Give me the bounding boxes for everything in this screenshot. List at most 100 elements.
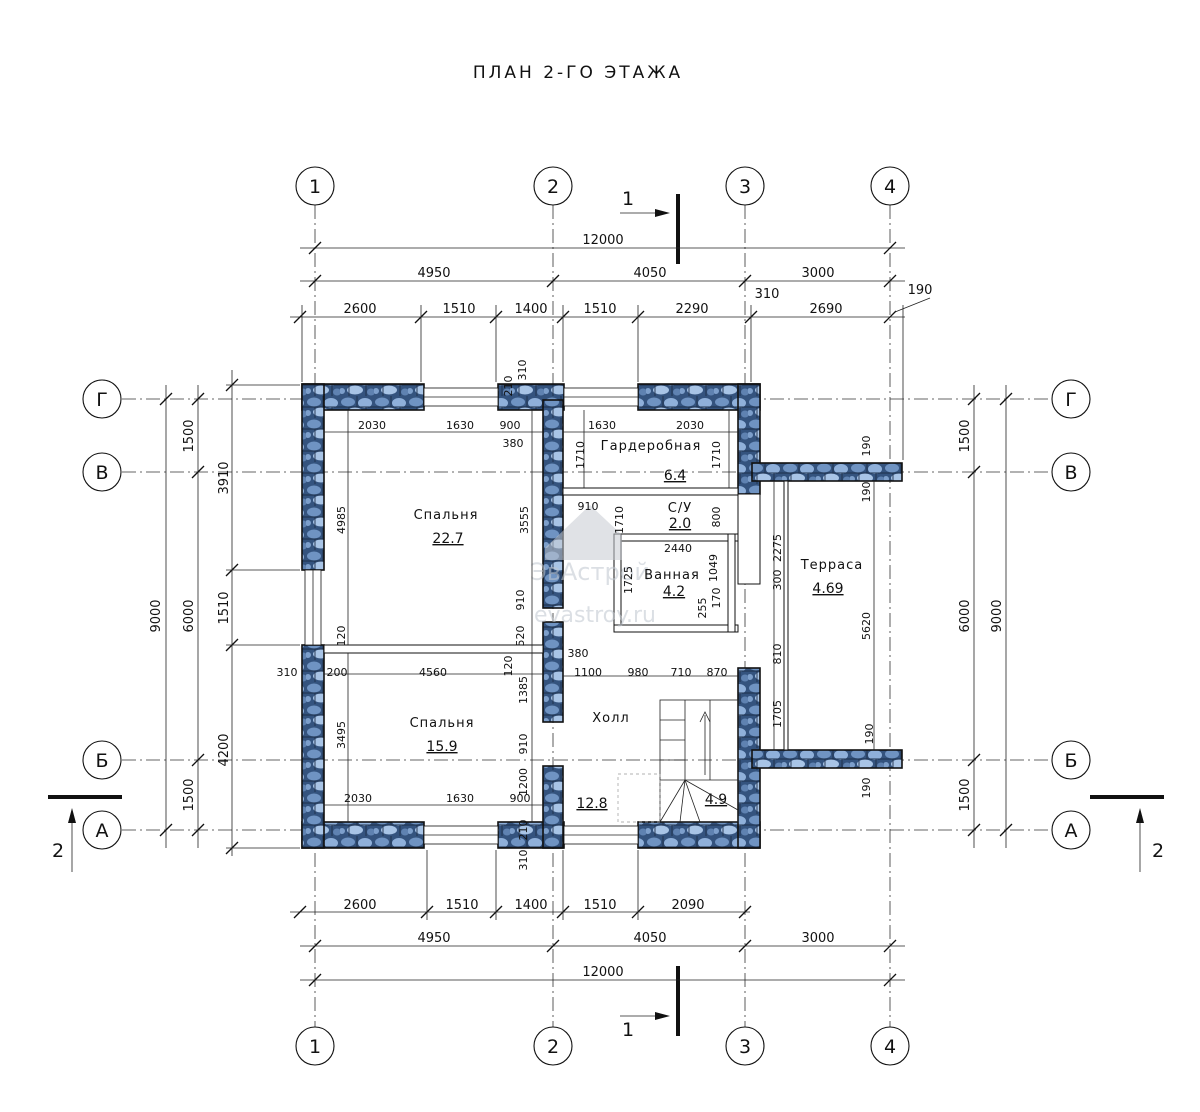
svg-text:Г: Г: [96, 389, 108, 411]
svg-text:2: 2: [547, 176, 559, 198]
dim-top-l2-a: 4950: [417, 266, 450, 281]
svg-text:1: 1: [622, 188, 634, 210]
axis-bubble-g-left: Г: [82, 379, 122, 419]
axis-bubble-2-top: 2: [533, 166, 573, 206]
dim-left-inner-b: 1510: [217, 591, 232, 624]
dim-left-mid-b: 6000: [182, 599, 197, 632]
dim-left-inner-c: 4200: [217, 733, 232, 766]
left-dimension-chains: [159, 370, 300, 856]
dim-int-5: 1630: [588, 419, 616, 432]
dim-int-3: 900: [500, 419, 521, 432]
dim-int-2: 1630: [446, 419, 474, 432]
dim-int-38: 210: [517, 820, 530, 841]
axis-bubble-4-bottom: 4: [870, 1026, 910, 1066]
svg-text:В: В: [1064, 462, 1077, 484]
dim-bot-l1-c: 1400: [514, 898, 547, 913]
axis-bubble-v-right: В: [1051, 452, 1091, 492]
dim-int-43: 170: [710, 588, 723, 609]
svg-text:1: 1: [309, 176, 321, 198]
dim-int-8: 1710: [710, 441, 723, 469]
section-mark-2-right: 2: [1090, 795, 1164, 872]
dim-int-18: 1725: [622, 566, 635, 594]
room-area-bedroom-1: 22.7: [432, 531, 463, 547]
bottom-dimension-chains: [290, 850, 905, 987]
svg-text:А: А: [1065, 820, 1078, 842]
axis-bubble-a-left: А: [82, 810, 122, 850]
dim-top-extra-310: 310: [755, 287, 780, 302]
axis-bubble-3-top: 3: [725, 166, 765, 206]
dim-bot-l1-a: 2600: [343, 898, 376, 913]
dim-int-47: 190: [860, 436, 873, 457]
room-name-wardrobe: Гардеробная: [601, 439, 702, 454]
dim-int-37: 900: [510, 792, 531, 805]
room-name-bedroom-2: Спальня: [410, 716, 475, 731]
dim-bot-l2-b: 4050: [633, 931, 666, 946]
svg-text:4: 4: [884, 1036, 896, 1058]
dim-top-extra-190: 190: [908, 283, 933, 298]
dim-int-28: 980: [628, 666, 649, 679]
svg-text:2: 2: [1152, 840, 1164, 862]
top-dimension-chains: [290, 241, 931, 460]
room-area-terrace: 4.69: [812, 581, 843, 597]
svg-text:Г: Г: [1065, 389, 1077, 411]
axis-bubble-1-bottom: 1: [295, 1026, 335, 1066]
room-area-wardrobe: 6.4: [664, 468, 686, 484]
svg-text:А: А: [96, 820, 109, 842]
window-openings: [304, 387, 639, 845]
room-area-bedroom-2: 15.9: [426, 739, 457, 755]
dim-right-mid-c: 1500: [958, 778, 973, 811]
watermark-brand: ЭвАстрой: [530, 558, 650, 586]
dim-int-13: 910: [578, 500, 599, 513]
axis-bubble-g-right: Г: [1051, 379, 1091, 419]
dim-int-11: 3555: [518, 506, 531, 534]
staircase: [617, 699, 739, 823]
dim-int-27: 1100: [574, 666, 602, 679]
dim-left-inner-a: 3910: [217, 461, 232, 494]
axis-bubble-v-left: В: [82, 452, 122, 492]
dim-int-26: 4560: [419, 666, 447, 679]
dim-top-total: 12000: [582, 233, 623, 248]
plan-title: ПЛАН 2-ГО ЭТАЖА: [473, 63, 683, 83]
dim-int-33: 910: [517, 734, 530, 755]
axis-bubble-b-left: Б: [82, 740, 122, 780]
dim-int-41: 300: [771, 570, 784, 591]
dim-int-15: 800: [710, 507, 723, 528]
dim-int-9: 310: [516, 360, 529, 381]
svg-text:2: 2: [547, 1036, 559, 1058]
dim-int-1: 2030: [358, 419, 386, 432]
dim-int-30: 870: [707, 666, 728, 679]
dim-int-44: 5620: [860, 612, 873, 640]
axis-bubble-3-bottom: 3: [725, 1026, 765, 1066]
watermark: ЭвАстрой evastroy.ru: [530, 505, 656, 628]
dim-int-14: 1710: [613, 506, 626, 534]
dim-int-4: 380: [503, 437, 524, 450]
room-name-bathroom: Ванная: [644, 568, 700, 583]
dim-top-l3-e: 2290: [675, 302, 708, 317]
dim-bot-l2-a: 4950: [417, 931, 450, 946]
dim-int-23: 380: [568, 647, 589, 660]
axis-bubble-1-top: 1: [295, 166, 335, 206]
section-mark-1-top: 1: [620, 188, 680, 264]
dim-left-mid-c: 1500: [182, 778, 197, 811]
dim-int-17: 1049: [707, 554, 720, 582]
dim-int-10: 210: [502, 376, 515, 397]
dim-int-46: 1705: [771, 700, 784, 728]
room-name-wc: С/У: [668, 501, 692, 516]
dim-top-l3-a: 2600: [343, 302, 376, 317]
dim-int-21: 120: [335, 626, 348, 647]
dim-int-24: 310: [277, 666, 298, 679]
axis-bubble-2-bottom: 2: [533, 1026, 573, 1066]
dim-int-31: 3495: [335, 721, 348, 749]
dim-int-49: 190: [863, 724, 876, 745]
axis-bubble-a-right: А: [1051, 810, 1091, 850]
dim-top-l3-b: 1510: [442, 302, 475, 317]
room-name-bedroom-1: Спальня: [414, 508, 479, 523]
dim-bot-l1-b: 1510: [445, 898, 478, 913]
room-area-hall: 12.8: [576, 796, 607, 812]
dim-bot-total: 12000: [582, 965, 623, 980]
section-mark-2-left: 2: [48, 795, 122, 872]
dim-right-mid-a: 1500: [958, 419, 973, 452]
dim-int-12: 4985: [335, 506, 348, 534]
dim-top-l3-d: 1510: [583, 302, 616, 317]
